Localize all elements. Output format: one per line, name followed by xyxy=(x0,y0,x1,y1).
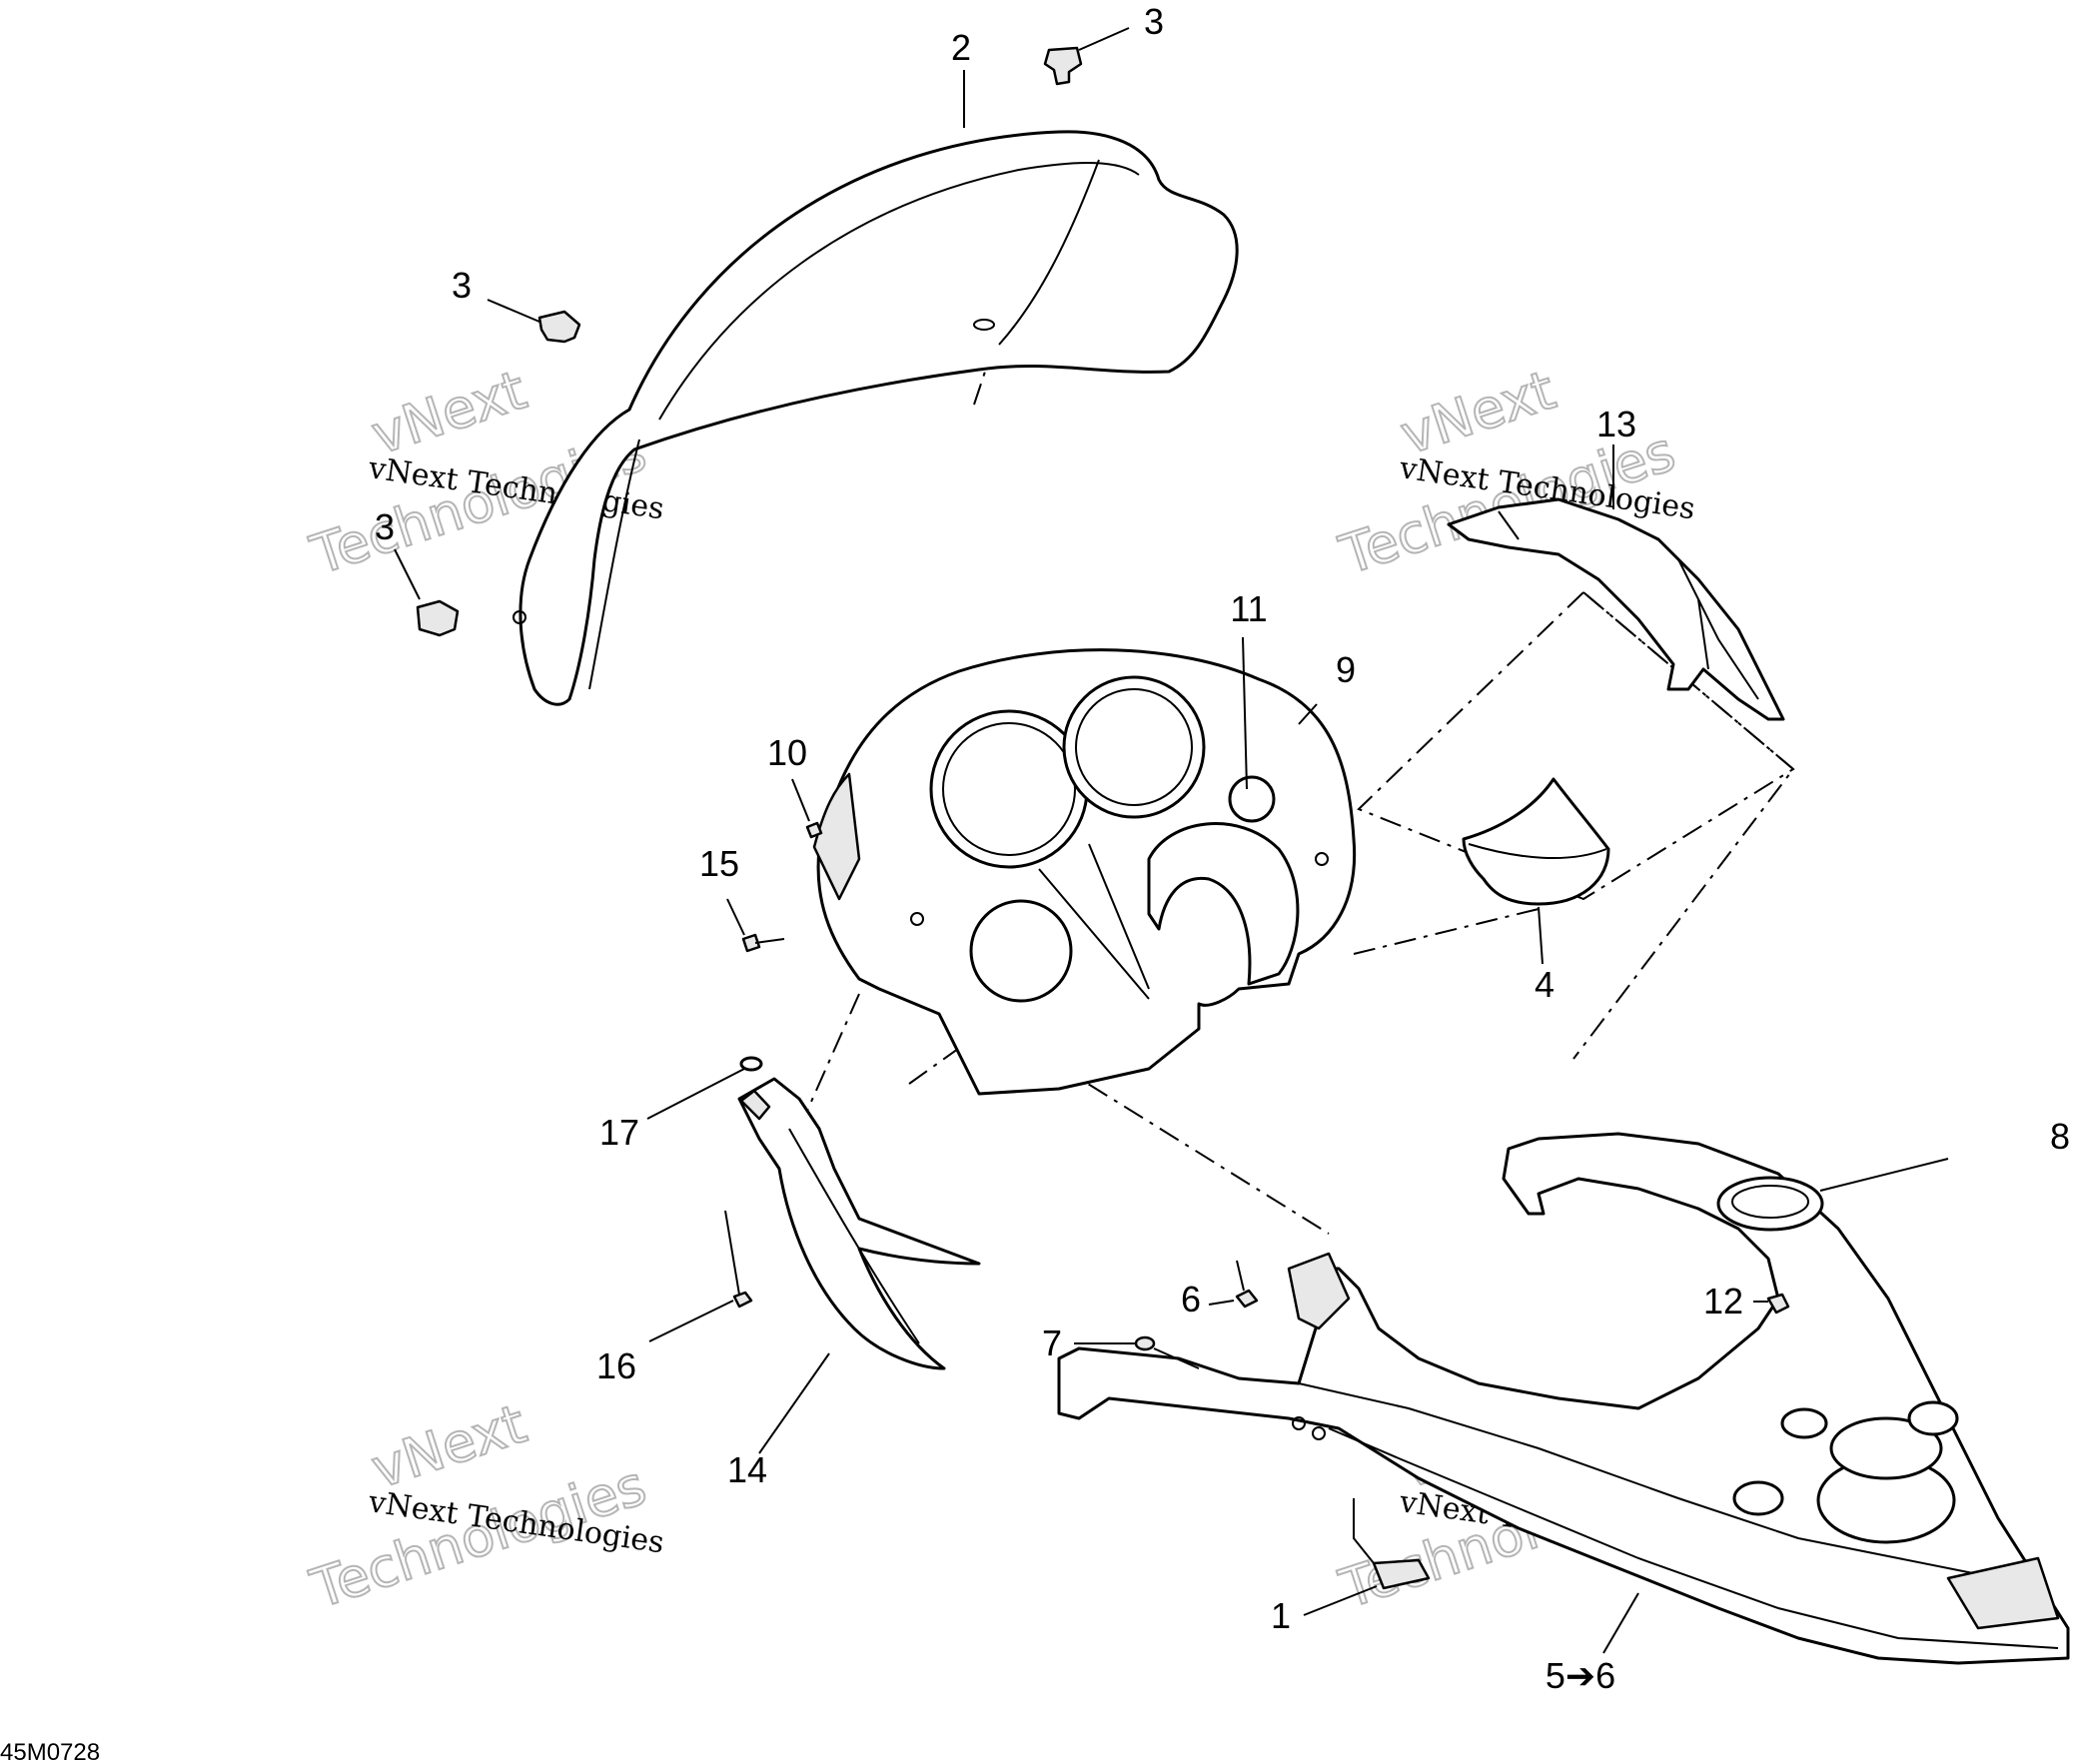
callout-6: 6 xyxy=(1181,1279,1201,1320)
nut-part xyxy=(1235,1260,1259,1309)
windshield-part xyxy=(513,130,1239,706)
watermark-big-word: vNext xyxy=(1394,359,1563,467)
callout-4: 4 xyxy=(1535,964,1555,1005)
right-upper-panel-part xyxy=(1447,497,1785,721)
watermark-big-word: vNext xyxy=(365,1392,534,1501)
small-cover-part xyxy=(1462,777,1610,906)
diagram-code: 45M0728 xyxy=(0,1739,100,1764)
callout-3-lower: 3 xyxy=(375,506,395,547)
callout-14: 14 xyxy=(727,1449,767,1490)
clip-part-lower xyxy=(416,599,460,637)
callout-17: 17 xyxy=(599,1112,639,1153)
callout-10: 10 xyxy=(767,732,807,773)
callout-1: 1 xyxy=(1271,1595,1291,1636)
callout-16: 16 xyxy=(596,1345,636,1386)
watermark-big-word: vNext xyxy=(365,359,534,467)
leader-lines xyxy=(394,27,1949,1654)
instrument-housing-part xyxy=(812,648,1357,1096)
nut-part xyxy=(1766,1293,1790,1315)
callout-7: 7 xyxy=(1042,1323,1062,1363)
front-cover-part xyxy=(1057,1132,2070,1665)
callout-8: 8 xyxy=(2050,1116,2070,1157)
callout-5-to-6: 5➔6 xyxy=(1546,1655,1615,1696)
bracket-part xyxy=(1353,1498,1431,1590)
watermark-bottom-left: vNext Technologies vNext Technologies xyxy=(303,1391,666,1622)
callout-11: 11 xyxy=(1230,588,1267,629)
callout-3-top: 3 xyxy=(1144,1,1164,42)
washer-part xyxy=(739,1056,763,1072)
callout-2: 2 xyxy=(951,27,971,68)
screw-part xyxy=(724,1210,753,1309)
clip-part-top xyxy=(1043,46,1083,86)
screw-part xyxy=(805,821,823,839)
clip-part-middle xyxy=(537,310,581,344)
callout-15: 15 xyxy=(699,843,739,884)
callout-labels: 2 3 3 3 13 11 9 10 15 4 17 16 14 6 7 8 1… xyxy=(375,1,2070,1696)
callout-9: 9 xyxy=(1336,649,1356,690)
screw-part xyxy=(741,933,785,953)
callout-13: 13 xyxy=(1596,404,1636,444)
left-lower-trim-part xyxy=(737,1077,981,1370)
callout-12: 12 xyxy=(1703,1281,1743,1322)
callout-3-middle: 3 xyxy=(452,265,472,306)
grommet-part xyxy=(1716,1176,1824,1232)
